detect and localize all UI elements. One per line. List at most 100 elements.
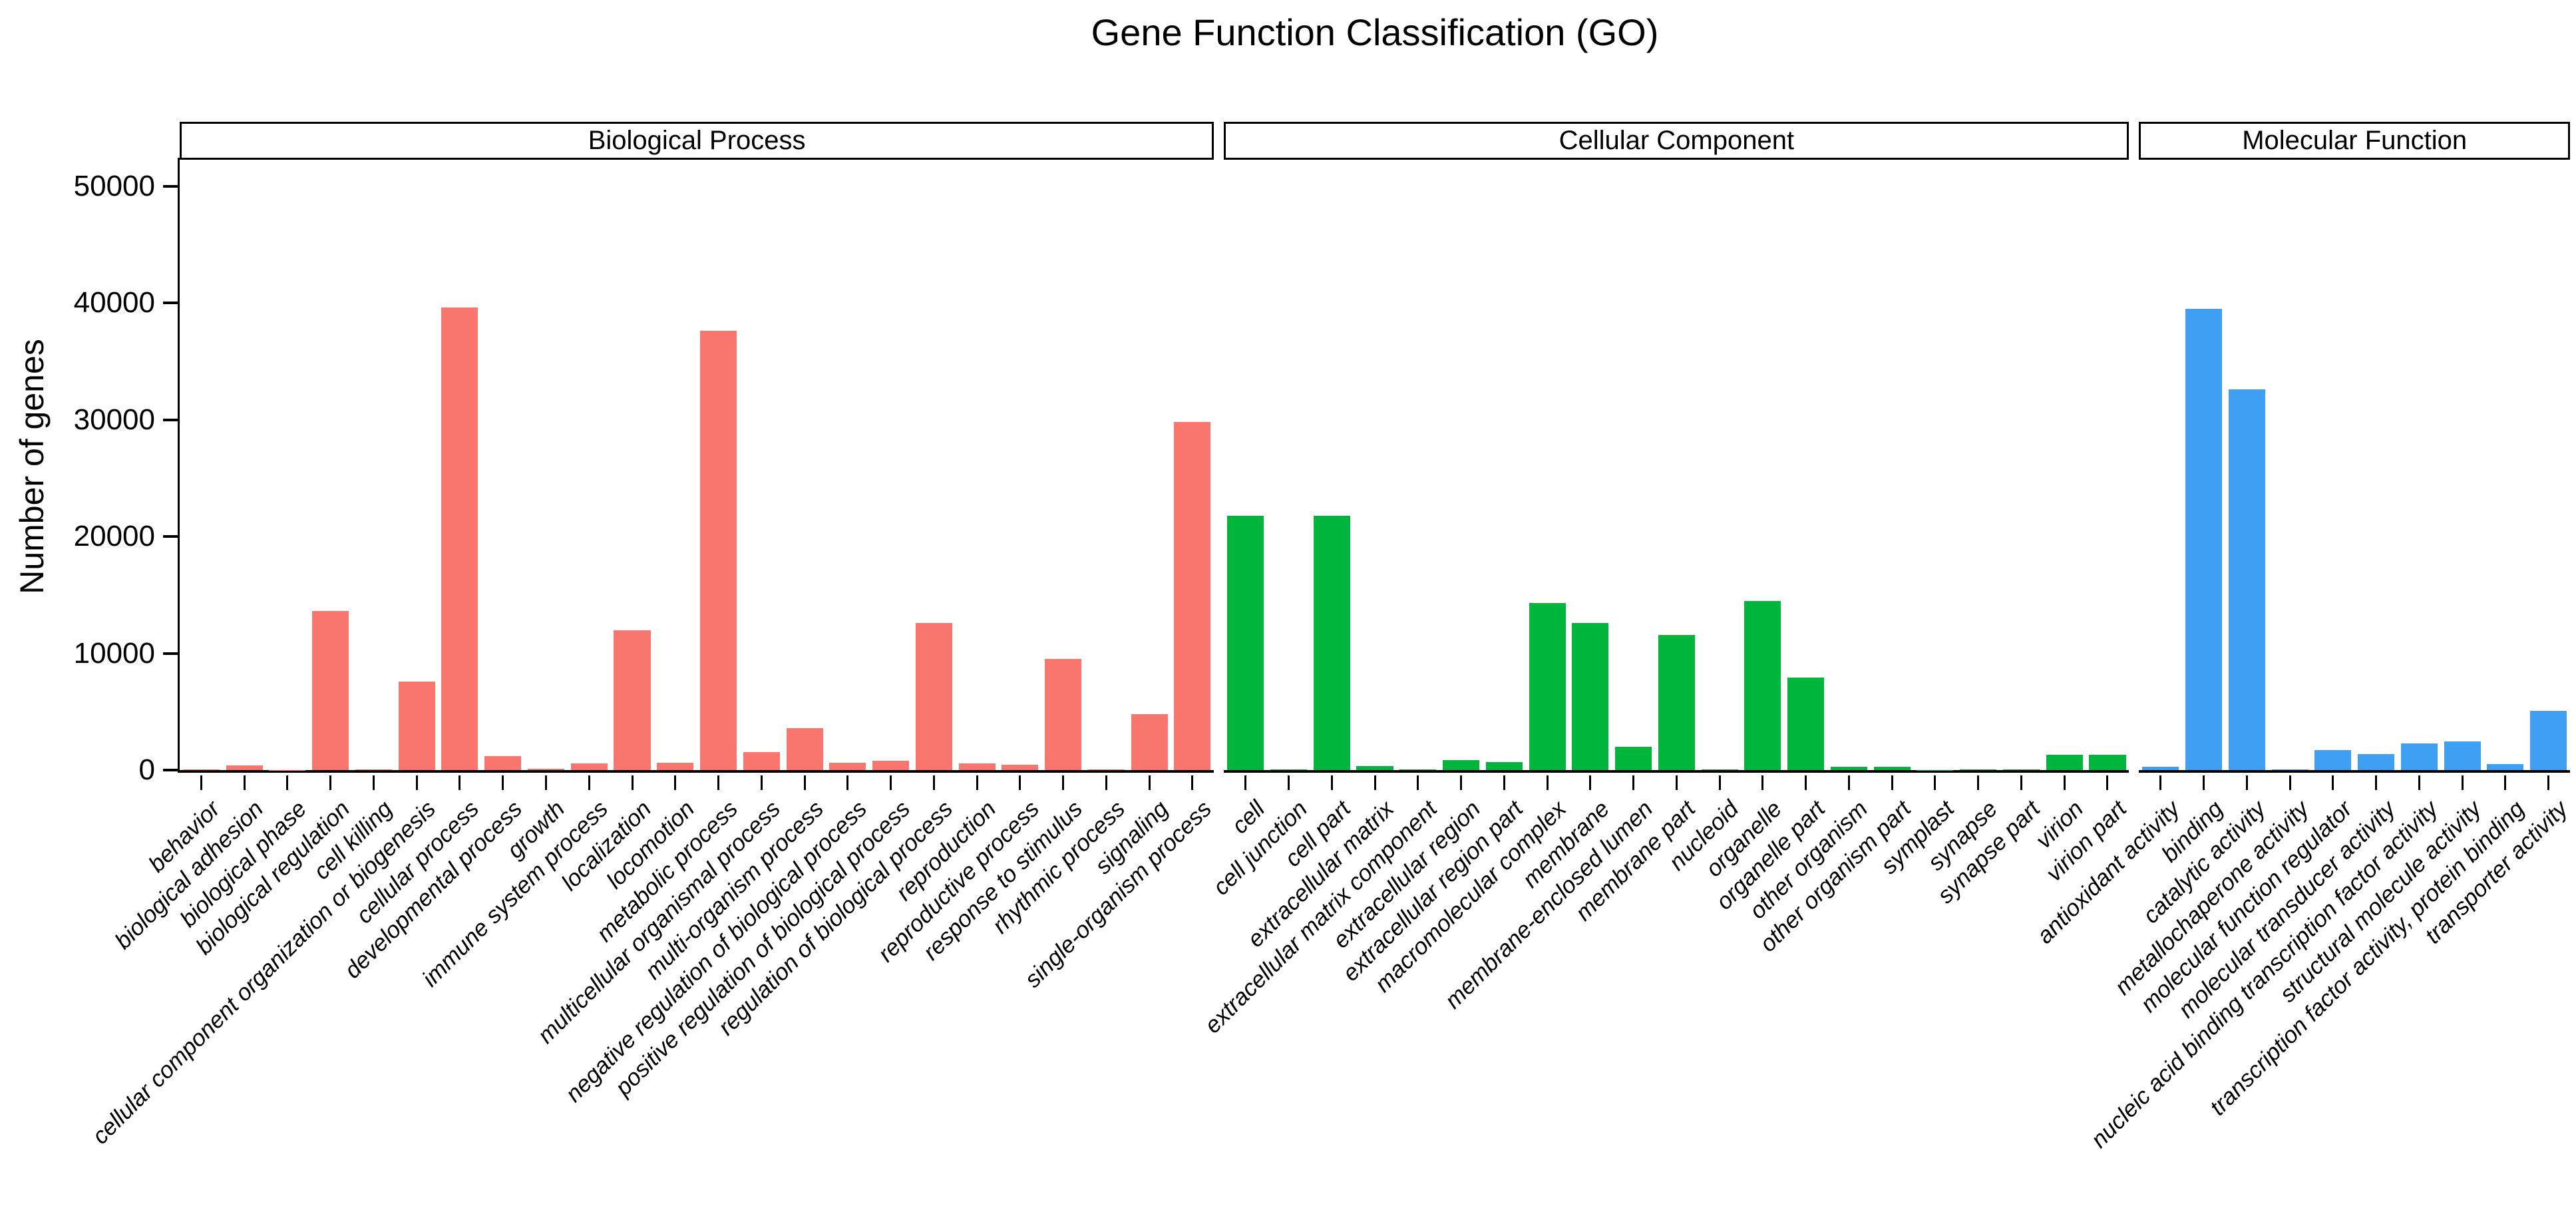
- bar-macromolecular-complex: [1529, 603, 1566, 770]
- bar-transporter-activity: [2530, 710, 2567, 770]
- x-tick: [803, 775, 806, 790]
- bar-membrane-part: [1658, 634, 1695, 770]
- bar-reproduction: [958, 763, 996, 770]
- bar-response-to-stimulus: [1045, 659, 1082, 770]
- bar-reproductive-process: [1002, 765, 1039, 770]
- x-tick: [890, 775, 892, 790]
- x-tick: [2063, 775, 2066, 790]
- x-tick: [2461, 775, 2464, 790]
- x-tick: [459, 775, 461, 790]
- bar-virion: [2046, 755, 2083, 770]
- bar-growth: [527, 769, 564, 770]
- x-tick: [846, 775, 849, 790]
- bar-molecular-transducer-activity: [2358, 754, 2395, 770]
- x-tick: [1374, 775, 1376, 790]
- x-tick: [1934, 775, 1936, 790]
- x-tick: [1805, 775, 1807, 790]
- bar-organelle: [1744, 600, 1781, 770]
- bar-molecular-function-regulator: [2314, 750, 2352, 770]
- x-tick: [717, 775, 720, 790]
- x-tick: [1287, 775, 1290, 790]
- x-tick: [2289, 775, 2291, 790]
- x-tick: [976, 775, 978, 790]
- chart-title: Gene Function Classification (GO): [1091, 11, 1659, 53]
- y-tick-label: 20000: [73, 520, 155, 553]
- bar-immune-system-process: [570, 763, 608, 770]
- bar-cell: [1227, 515, 1264, 770]
- bar-multicellular-organismal-process: [743, 751, 780, 770]
- x-tick: [2020, 775, 2022, 790]
- x-tick: [243, 775, 246, 790]
- section-header-molecular-function: Molecular Function: [2139, 122, 2570, 160]
- y-tick: [163, 185, 178, 188]
- x-tick: [502, 775, 504, 790]
- x-tick: [2245, 775, 2248, 790]
- section-header-biological-process: Biological Process: [180, 122, 1214, 160]
- x-tick: [2375, 775, 2378, 790]
- bar-structural-molecule-activity: [2444, 741, 2481, 770]
- x-tick: [1019, 775, 1021, 790]
- bar-localization: [614, 630, 651, 770]
- x-tick: [1148, 775, 1151, 790]
- x-axis-segment: [1224, 770, 2129, 773]
- bar-synapse-part: [2002, 769, 2040, 770]
- x-tick: [2332, 775, 2334, 790]
- y-tick-label: 30000: [73, 403, 155, 436]
- bar-cellular-process: [441, 307, 478, 770]
- bar-biological-regulation: [312, 611, 349, 770]
- x-tick: [1718, 775, 1721, 790]
- x-tick: [2418, 775, 2420, 790]
- bar-behavior: [182, 769, 220, 770]
- y-tick-label: 10000: [73, 636, 155, 670]
- x-tick: [1105, 775, 1107, 790]
- x-tick: [1191, 775, 1194, 790]
- y-tick-label: 0: [138, 753, 155, 786]
- x-tick: [1546, 775, 1549, 790]
- bar-transcription-factor-activity-protein-binding: [2487, 764, 2524, 770]
- bar-organelle-part: [1787, 678, 1825, 770]
- bar-negative-regulation-of-biological-process: [829, 763, 866, 770]
- x-tick: [1632, 775, 1635, 790]
- x-tick: [2159, 775, 2162, 790]
- bar-catalytic-activity: [2228, 389, 2265, 770]
- x-tick: [286, 775, 289, 790]
- bar-nucleoid: [1701, 769, 1738, 770]
- bar-binding: [2185, 309, 2223, 770]
- x-tick: [200, 775, 202, 790]
- y-tick: [163, 418, 178, 421]
- x-tick: [760, 775, 763, 790]
- y-tick: [163, 302, 178, 305]
- bar-signaling: [1131, 714, 1168, 770]
- bar-other-organism: [1830, 766, 1867, 770]
- y-tick-label: 40000: [73, 286, 155, 319]
- bar-locomotion: [657, 762, 694, 770]
- bar-membrane: [1572, 622, 1609, 770]
- x-tick: [1062, 775, 1065, 790]
- x-tick: [372, 775, 375, 790]
- x-tick: [674, 775, 677, 790]
- bar-cell-killing: [355, 769, 392, 770]
- y-tick-label: 50000: [73, 170, 155, 202]
- x-tick: [1417, 775, 1419, 790]
- bar-extracellular-matrix: [1356, 766, 1393, 770]
- x-tick: [1589, 775, 1592, 790]
- section-header-cellular-component: Cellular Component: [1224, 122, 2129, 160]
- x-tick: [588, 775, 590, 790]
- x-tick: [1977, 775, 1980, 790]
- x-axis-segment: [2139, 770, 2570, 773]
- bar-synapse: [1960, 769, 1997, 770]
- bar-cellular-component-organization-or-biogenesis: [398, 681, 435, 770]
- bar-other-organism-part: [1873, 766, 1911, 770]
- x-tick: [1330, 775, 1333, 790]
- bar-biological-adhesion: [226, 765, 263, 770]
- x-tick: [1891, 775, 1893, 790]
- bar-antioxidant-activity: [2142, 766, 2179, 770]
- x-tick: [2203, 775, 2205, 790]
- x-tick: [2547, 775, 2550, 790]
- x-tick: [1460, 775, 1463, 790]
- bar-cell-junction: [1270, 769, 1307, 770]
- bar-extracellular-region: [1443, 760, 1480, 770]
- x-tick: [2106, 775, 2109, 790]
- x-tick: [329, 775, 332, 790]
